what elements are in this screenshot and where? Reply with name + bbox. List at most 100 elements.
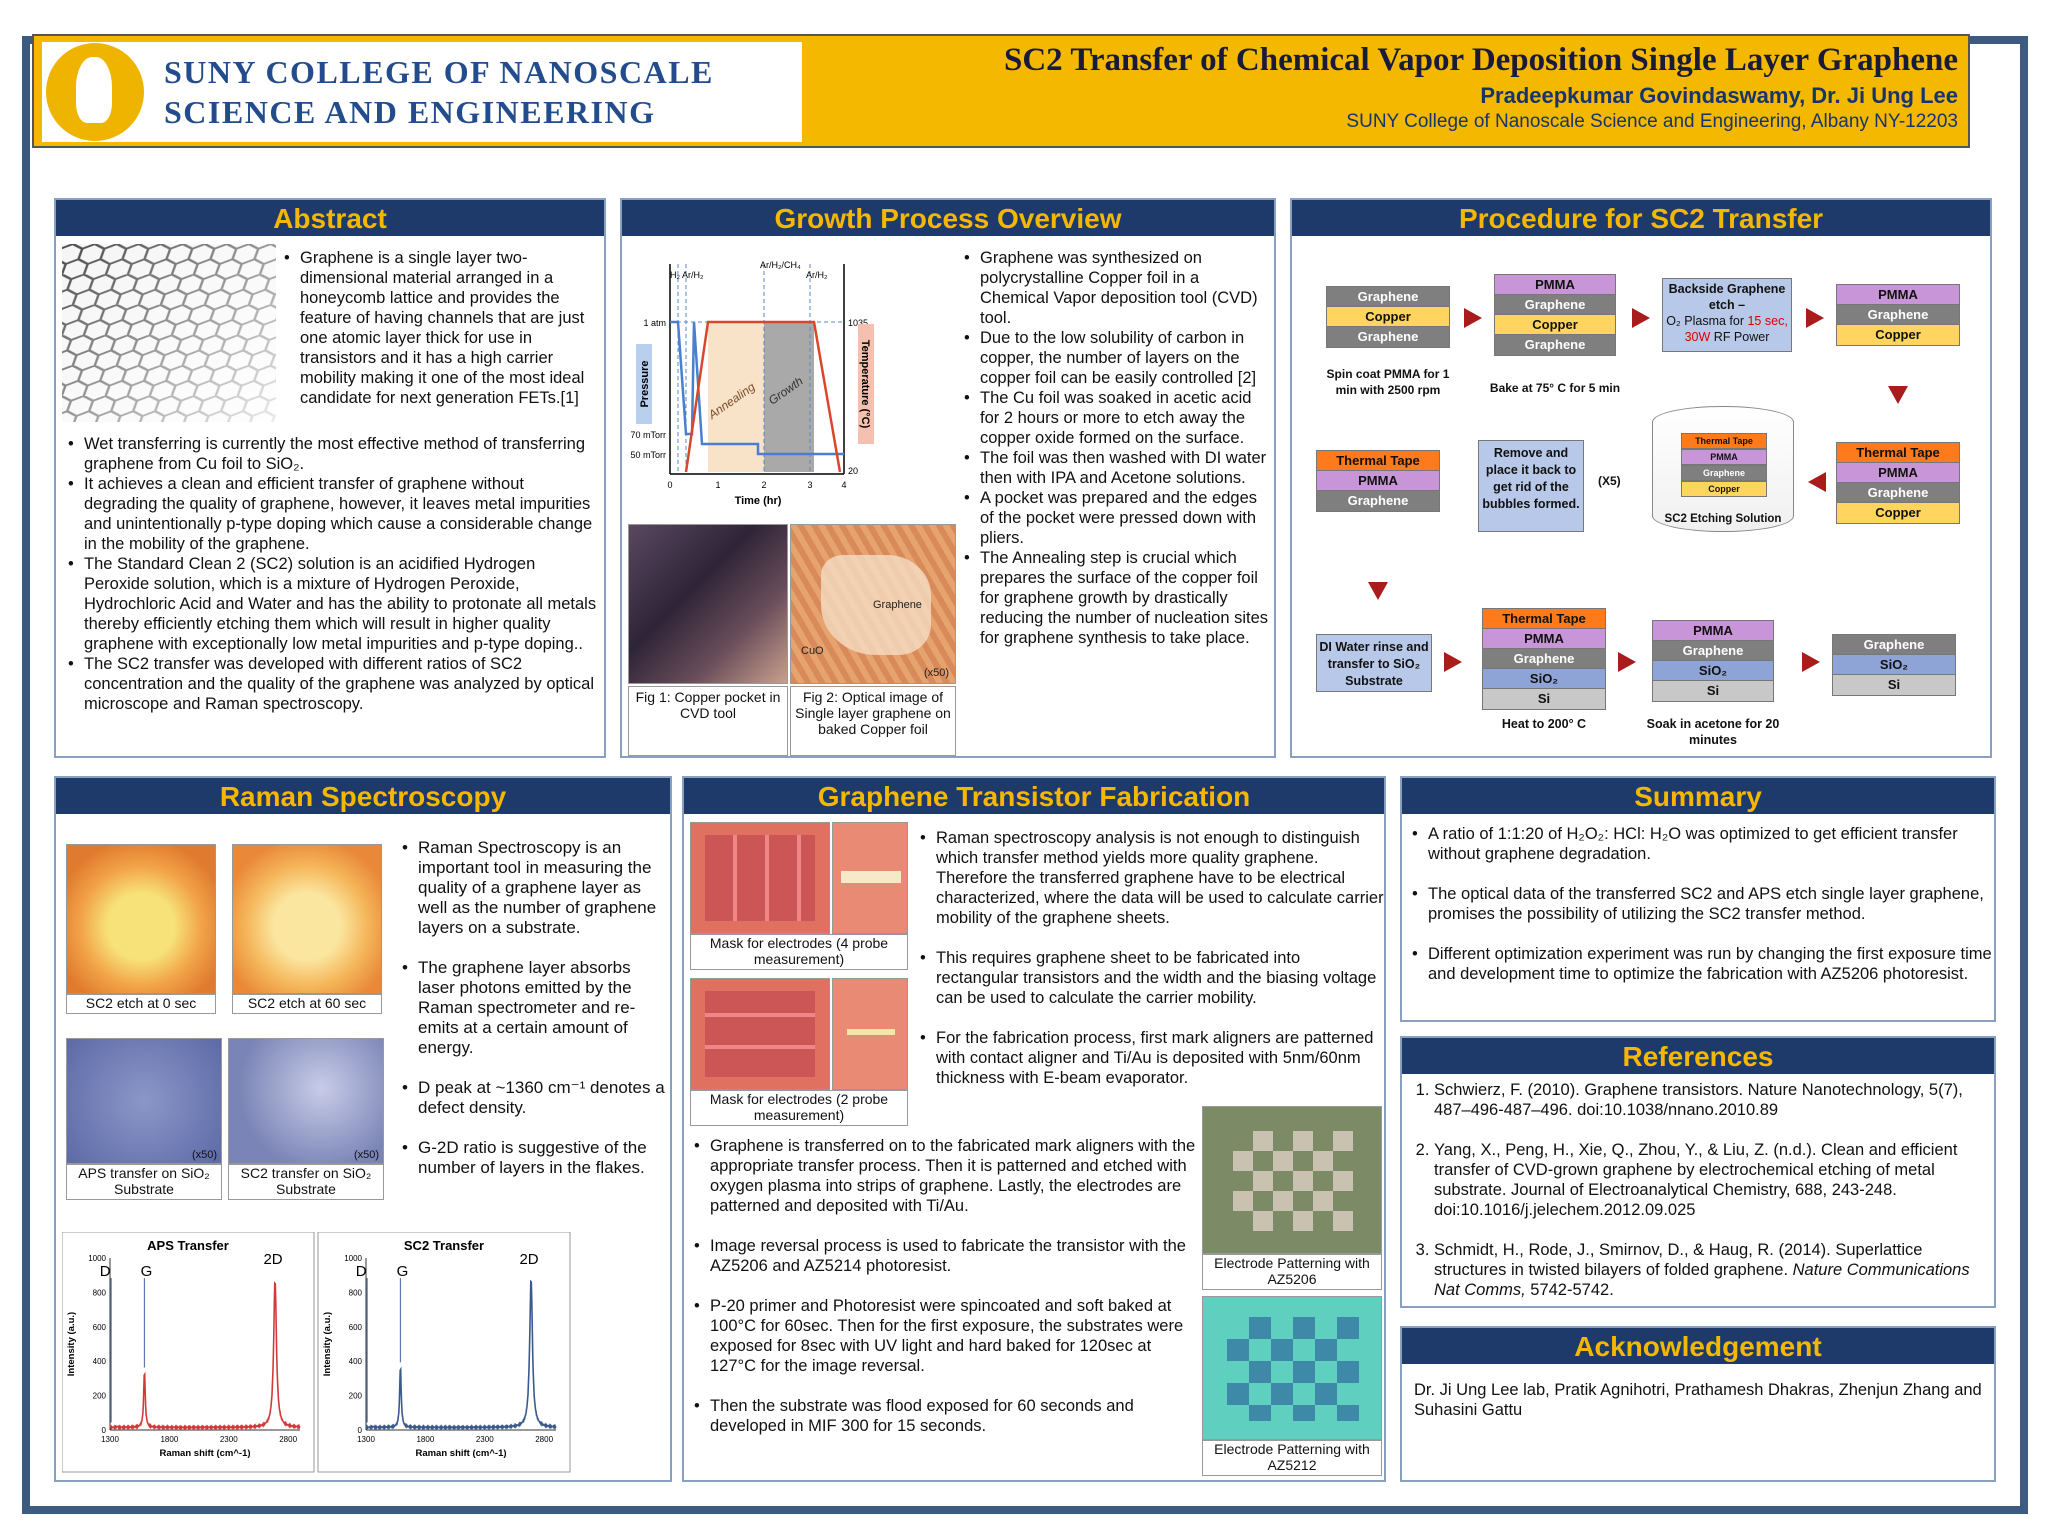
peak-label-1-D: D [356, 1263, 367, 1280]
arrow-right-icon [1806, 308, 1824, 328]
stack8-graphene: Graphene [1832, 634, 1956, 656]
x-tick-0-2300: 2300 [220, 1435, 238, 1444]
peak-label-0-2D: 2D [263, 1251, 282, 1268]
x-tick-1-2800: 2800 [535, 1435, 553, 1444]
y-tick-0-0: 0 [102, 1426, 107, 1435]
time-tick-4: 4 [841, 480, 846, 490]
gas-label-4: Ar/H₂ [806, 270, 828, 280]
stack8-sio2: SiO₂ [1832, 654, 1956, 676]
arrow-right-icon [1632, 308, 1650, 328]
time-tick-0: 0 [667, 480, 672, 490]
growth-bullet-5: A pocket was prepared and the edges of t… [958, 488, 1272, 548]
chart-border-1 [317, 1232, 571, 1473]
summary-bullet-1: A ratio of 1:1:20 of H₂O₂: HCl: H₂O was … [1406, 824, 1992, 864]
stack6-pmma: PMMA [1482, 628, 1606, 650]
sc2-beaker-icon: Thermal Tape PMMA Graphene Copper SC2 Et… [1652, 406, 1794, 532]
raman-bullet-3: D peak at ~1360 cm⁻¹ denotes a defect de… [396, 1078, 666, 1118]
fab-bullet-2: This requires graphene sheet to be fabri… [914, 948, 1384, 1008]
x-tick-1-2300: 2300 [476, 1435, 494, 1444]
gas-label-1: H₂ [670, 270, 680, 280]
poster-authors: Pradeepkumar Govindaswamy, Dr. Ji Ung Le… [1480, 83, 1958, 108]
stack5-pmma: PMMA [1316, 470, 1440, 492]
chart-border-0 [62, 1232, 315, 1473]
caption-az5212: Electrode Patterning with AZ5212 [1202, 1440, 1382, 1476]
abstract-bullet-2: Wet transferring is currently the most e… [62, 434, 600, 474]
fab-bullet-6: P-20 primer and Photoresist were spincoa… [688, 1296, 1200, 1376]
summary-panel: Summary A ratio of 1:1:20 of H₂O₂: HCl: … [1400, 776, 1996, 1022]
poster-header: SUNY COLLEGE OF NANOSCALE SCIENCE AND EN… [32, 34, 1970, 148]
abstract-bullet-4: The Standard Clean 2 (SC2) solution is a… [62, 554, 600, 654]
stack4-graphene: Graphene [1836, 482, 1960, 504]
optical-graphene-image: Graphene CuO (x50) [790, 524, 956, 684]
athena-logo-icon [46, 43, 144, 141]
stack1-copper: Copper [1326, 306, 1450, 328]
stack2-copper: Copper [1494, 314, 1616, 336]
growth-bullet-4: The foil was then washed with DI water t… [958, 448, 1272, 488]
electrode-az5206-image [1202, 1106, 1382, 1254]
y-tick-1-600: 600 [349, 1323, 363, 1332]
sc2-etch-0-image [66, 844, 216, 994]
mask-4probe-image [690, 822, 830, 934]
growth-process-chart: H₂ Ar/H₂ Ar/H₂/CH₄ Ar/H₂ 1 atm 170 mTorr… [630, 244, 948, 516]
temp-label-20: 20 [848, 466, 858, 476]
growth-bullet-6: The Annealing step is crucial which prep… [958, 548, 1272, 648]
logo-line-2: SCIENCE AND ENGINEERING [164, 94, 656, 130]
reference-2: Yang, X., Peng, H., Xie, Q., Zhou, Y., &… [1434, 1140, 1992, 1220]
stack6-graphene: Graphene [1482, 648, 1606, 670]
stack6-sio2: SiO₂ [1482, 668, 1606, 690]
caption-sc2-0: SC2 etch at 0 sec [66, 994, 216, 1014]
y-label-1: Intensity (a.u.) [322, 1312, 333, 1376]
y-tick-0-400: 400 [93, 1357, 107, 1366]
stack7-si: Si [1652, 680, 1774, 702]
ack-heading: Acknowledgement [1402, 1328, 1994, 1364]
reference-3: Schmidt, H., Rode, J., Smirnov, D., & Ha… [1434, 1240, 1992, 1300]
peak-label-1-G: G [397, 1263, 409, 1280]
fab-bullet-1: Raman spectroscopy analysis is not enoug… [914, 828, 1384, 928]
beaker-tape: Thermal Tape [1681, 433, 1767, 449]
pressure-label-1atm: 1 atm [643, 318, 666, 328]
y-tick-0-200: 200 [93, 1392, 107, 1401]
poster-affiliation: SUNY College of Nanoscale Science and En… [1346, 111, 1958, 132]
stack3-copper: Copper [1836, 324, 1960, 346]
procedure-heading: Procedure for SC2 Transfer [1292, 200, 1990, 236]
growth-heading: Growth Process Overview [622, 200, 1274, 236]
y-tick-0-600: 600 [93, 1323, 107, 1332]
aps-magnification: (x50) [191, 1149, 217, 1161]
electrode-az5212-image [1202, 1296, 1382, 1440]
step-backside-etch: Backside Graphene etch – O₂ Plasma for 1… [1662, 278, 1792, 352]
spectrum-line-0 [109, 1281, 301, 1431]
growth-bullet-1: Graphene was synthesized on polycrystall… [958, 248, 1272, 328]
stack5-tape: Thermal Tape [1316, 450, 1440, 472]
stack5-graphene: Graphene [1316, 490, 1440, 512]
stack6-tape: Thermal Tape [1482, 608, 1606, 630]
chart-title-1: SC2 Transfer [404, 1238, 484, 1253]
graphene-image-label: Graphene [873, 599, 922, 611]
raman-bullet-1: Raman Spectroscopy is an important tool … [396, 838, 666, 938]
summary-heading: Summary [1402, 778, 1994, 814]
ack-text: Dr. Ji Ung Lee lab, Pratik Agnihotri, Pr… [1414, 1381, 1982, 1419]
step-bake: Bake at 75° C for 5 min [1489, 381, 1621, 395]
poster-title: SC2 Transfer of Chemical Vapor Depositio… [1003, 42, 1958, 78]
step-acetone-soak: Soak in acetone for 20 minutes [1646, 717, 1780, 747]
sc2-magnification: (x50) [353, 1149, 379, 1161]
abstract-bullet-5: The SC2 transfer was developed with diff… [62, 654, 600, 714]
temperature-axis-label: Temperature (°C) [859, 340, 871, 429]
step-remove-bubbles: Remove and place it back to get rid of t… [1478, 440, 1584, 532]
stack2-pmma: PMMA [1494, 274, 1616, 296]
x-tick-1-1300: 1300 [357, 1435, 375, 1444]
fab-bullet-7: Then the substrate was flood exposed for… [688, 1396, 1200, 1436]
x-tick-0-1800: 1800 [160, 1435, 178, 1444]
fab-bullet-4: Graphene is transferred on to the fabric… [688, 1136, 1200, 1216]
summary-bullet-2: The optical data of the transferred SC2 … [1406, 884, 1992, 924]
logo-line-1: SUNY COLLEGE OF NANOSCALE [164, 54, 714, 90]
suny-logo: SUNY COLLEGE OF NANOSCALE SCIENCE AND EN… [42, 42, 802, 142]
y-label-0: Intensity (a.u.) [66, 1312, 77, 1376]
y-tick-0-1000: 1000 [88, 1254, 106, 1263]
abstract-bullet-1: Graphene is a single layer two-dimension… [278, 248, 600, 408]
peak-label-0-G: G [141, 1263, 153, 1280]
beaker-pmma: PMMA [1681, 449, 1767, 465]
procedure-panel: Procedure for SC2 Transfer Graphene Copp… [1290, 198, 1992, 758]
arrow-down-icon [1888, 386, 1908, 404]
fab-bullet-3: For the fabrication process, first mark … [914, 1028, 1384, 1088]
fig1-caption: Fig 1: Copper pocket in CVD tool [628, 686, 788, 756]
